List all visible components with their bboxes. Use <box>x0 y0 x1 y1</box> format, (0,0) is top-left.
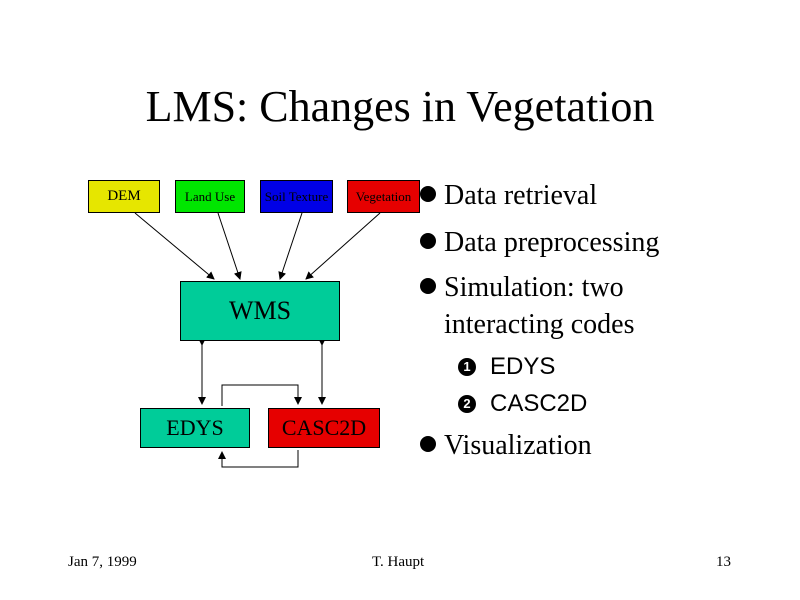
slide-title: LMS: Changes in Vegetation <box>145 82 655 131</box>
footer-page-number: 13 <box>716 554 731 570</box>
edys-label: EDYS <box>166 415 224 441</box>
wms-label: WMS <box>228 296 292 326</box>
land-use-box: Land Use <box>175 180 245 213</box>
sub-bullet-edys: 1 EDYS <box>458 352 555 382</box>
dem-box: DEM <box>88 180 160 213</box>
vegetation-box: Vegetation <box>347 180 420 213</box>
bullet-simulation: Simulation: two <box>420 270 624 306</box>
vegetation-label: Vegetation <box>355 188 412 204</box>
bullet-text: Data preprocessing <box>444 227 660 258</box>
soil-texture-box: Soil Texture <box>260 180 333 213</box>
bullet-dot-icon <box>420 233 436 249</box>
wms-box: WMS <box>180 281 340 341</box>
dem-label: DEM <box>107 187 141 204</box>
arrow-landuse-to-wms <box>217 212 242 280</box>
soil-texture-label: Soil Texture <box>264 188 329 204</box>
land-use-label: Land Use <box>184 188 236 204</box>
bullet-data-preprocessing: Data preprocessing <box>420 225 659 261</box>
number-two-icon: 2 <box>458 395 476 413</box>
bullet-dot-icon <box>420 186 436 202</box>
arrow-soil-to-wms <box>278 212 303 280</box>
arrow-veg-to-wms <box>305 212 381 280</box>
bullet-data-retrieval: Data retrieval <box>420 178 597 214</box>
bullet-text: Data retrieval <box>444 180 598 211</box>
casc2d-box: CASC2D <box>268 408 380 448</box>
number-one-icon: 1 <box>458 358 476 376</box>
bullet-dot-icon <box>420 278 436 294</box>
casc2d-label: CASC2D <box>281 415 367 441</box>
footer-date: Jan 7, 1999 <box>68 554 137 570</box>
loop-top-arrow <box>221 384 302 406</box>
arrow-dem-to-wms <box>134 212 215 280</box>
sub-bullet-text: EDYS <box>490 353 556 380</box>
bullet-visualization: Visualization <box>420 428 592 464</box>
sub-bullet-text: CASC2D <box>490 390 588 417</box>
footer-author: T. Haupt <box>372 554 425 570</box>
bullet-dot-icon <box>420 436 436 452</box>
bullet-simulation-line2: interacting codes <box>444 309 635 340</box>
bullet-text: Simulation: two <box>444 272 624 303</box>
loop-bottom-arrow <box>218 450 299 468</box>
sub-bullet-casc2d: 2 CASC2D <box>458 389 587 419</box>
edys-box: EDYS <box>140 408 250 448</box>
bullet-text: Visualization <box>444 430 592 461</box>
